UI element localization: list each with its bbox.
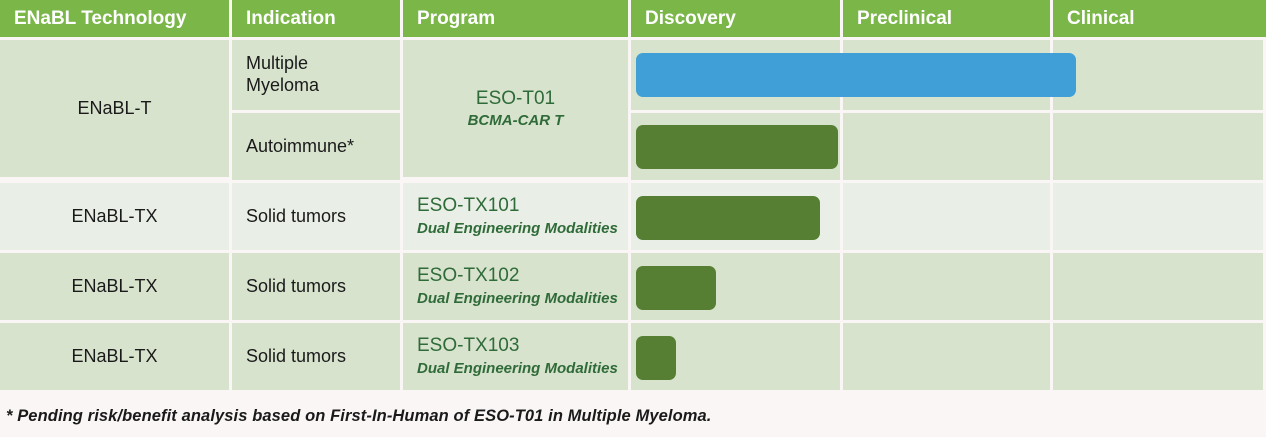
cell-technology: ENaBL-TX [0, 253, 232, 323]
chart-track [631, 113, 1266, 183]
indication-label-autoimmune: Autoimmune* [246, 135, 355, 156]
table-row: ENaBL-T Multiple Myeloma Autoimmune* ESO… [0, 40, 1266, 183]
cell-indication: Solid tumors [232, 323, 403, 393]
indication-stack: Multiple Myeloma Autoimmune* [232, 40, 403, 183]
program-subtitle: Dual Engineering Modalities [417, 289, 618, 307]
stage-cell-clinical [1053, 183, 1266, 253]
stage-cell-preclinical [843, 113, 1053, 180]
table-row: ENaBL-TX Solid tumors ESO-TX101 Dual Eng… [0, 183, 1266, 253]
stage-cell-preclinical [843, 253, 1053, 323]
cell-indication: Solid tumors [232, 253, 403, 323]
table-row: ENaBL-TX Solid tumors ESO-TX102 Dual Eng… [0, 253, 1266, 323]
progress-bar-eso-tx101[interactable] [636, 196, 821, 240]
header-cell-clinical: Clinical [1053, 0, 1266, 37]
stage-cell-preclinical [843, 323, 1053, 393]
cell-indication: Solid tumors [232, 183, 403, 253]
progress-bar-eso-tx103[interactable] [636, 336, 677, 380]
cell-indication: Autoimmune* [232, 113, 403, 183]
chart-stack [631, 40, 1266, 183]
program-name: ESO-TX102 [417, 265, 520, 287]
stage-cell-clinical [1053, 323, 1266, 393]
cell-indication: Multiple Myeloma [232, 40, 403, 113]
program-name: ESO-TX103 [417, 335, 520, 357]
cell-technology: ENaBL-TX [0, 183, 232, 253]
program-subtitle: Dual Engineering Modalities [417, 219, 618, 237]
cell-program: ESO-TX102 Dual Engineering Modalities [403, 253, 631, 323]
header-cell-preclinical: Preclinical [843, 0, 1053, 37]
program-subtitle: Dual Engineering Modalities [417, 359, 618, 377]
program-subtitle: BCMA-CAR T [467, 112, 564, 129]
header-cell-program: Program [403, 0, 631, 37]
cell-program: ESO-TX101 Dual Engineering Modalities [403, 183, 631, 253]
program-name: ESO-TX101 [417, 195, 520, 217]
stage-cell-preclinical [843, 183, 1053, 253]
header-cell-discovery: Discovery [631, 0, 843, 37]
progress-bar-eso-tx102[interactable] [636, 266, 717, 310]
cell-technology: ENaBL-TX [0, 323, 232, 393]
progress-bar-eso-t01-multiple-myeloma[interactable] [636, 53, 1077, 97]
stage-cell-clinical [1053, 40, 1266, 110]
program-name: ESO-T01 [475, 88, 556, 109]
chart-track [631, 40, 1266, 113]
cell-technology: ENaBL-T [0, 40, 232, 180]
table-header: ENaBL Technology Indication Program Disc… [0, 0, 1266, 40]
table-row: ENaBL-TX Solid tumors ESO-TX103 Dual Eng… [0, 323, 1266, 393]
header-cell-indication: Indication [232, 0, 403, 37]
progress-bar-eso-t01-autoimmune[interactable] [636, 124, 838, 169]
cell-program: ESO-T01 BCMA-CAR T [403, 40, 631, 180]
indication-label-multiple-myeloma: Multiple Myeloma [246, 53, 320, 95]
cell-program: ESO-TX103 Dual Engineering Modalities [403, 323, 631, 393]
footnote: * Pending risk/benefit analysis based on… [0, 396, 1266, 437]
stage-cell-clinical [1053, 113, 1266, 180]
table-body: ENaBL-T Multiple Myeloma Autoimmune* ESO… [0, 40, 1266, 393]
header-cell-technology: ENaBL Technology [0, 0, 232, 37]
stage-cell-clinical [1053, 253, 1266, 323]
